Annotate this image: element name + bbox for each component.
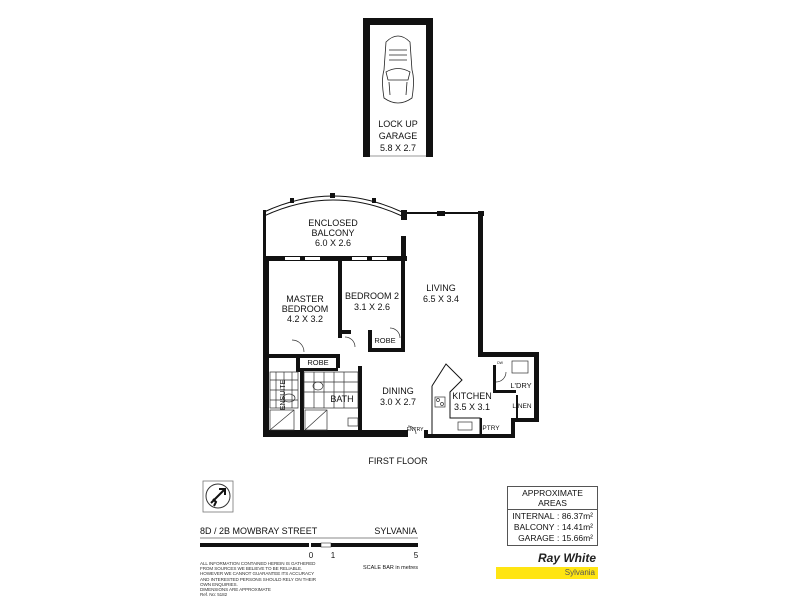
floor-label: FIRST FLOOR bbox=[368, 456, 428, 466]
brand-logo: Ray White bbox=[537, 551, 596, 565]
disclaimer-line: HOWEVER WE CANNOT GUARANTEE ITS ACCURACY bbox=[200, 571, 315, 577]
disclaimer-line: Ref. No: 5182 bbox=[200, 592, 228, 598]
car-icon bbox=[382, 35, 414, 104]
bath-label: BATH bbox=[330, 394, 353, 404]
balcony-label-1: ENCLOSED bbox=[308, 218, 358, 228]
bedroom2-size: 3.1 X 2.6 bbox=[354, 302, 390, 312]
scale-tick-1: 1 bbox=[331, 551, 336, 560]
dining-label: DINING bbox=[382, 386, 414, 396]
living-label: LIVING bbox=[426, 283, 456, 293]
area-row: INTERNAL:86.37m² bbox=[512, 511, 593, 521]
garage-size: 5.8 X 2.7 bbox=[380, 143, 416, 153]
area-value: 15.66m² bbox=[561, 533, 593, 543]
garage: LOCK UP GARAGE 5.8 X 2.7 bbox=[363, 18, 433, 157]
pantry-label: PTRY bbox=[482, 425, 500, 432]
living-size: 6.5 X 3.4 bbox=[423, 294, 459, 304]
balcony-label-2: BALCONY bbox=[311, 228, 354, 238]
linen-label: LINEN bbox=[512, 403, 531, 410]
area-row: BALCONY:14.41m² bbox=[513, 522, 593, 532]
area-value: 86.37m² bbox=[561, 511, 593, 521]
master-label-1: MASTER bbox=[286, 294, 324, 304]
areas-title: APPROXIMATE AREAS bbox=[508, 487, 597, 510]
scale-tick-5: 5 bbox=[414, 551, 419, 560]
disclaimer-line: ALL INFORMATION CONTAINED HEREIN IS GATH… bbox=[200, 561, 316, 566]
laundry-label: L'DRY bbox=[510, 381, 531, 390]
dw-label: DW bbox=[497, 361, 504, 365]
disclaimer-line: AND INTERESTED PERSONS SHOULD RELY ON TH… bbox=[200, 576, 316, 582]
disclaimer: ALL INFORMATION CONTAINED HEREIN IS GATH… bbox=[200, 561, 316, 598]
disclaimer-line: FROM SOURCES WE BELIEVE TO BE RELIABLE. bbox=[200, 566, 303, 572]
scale-bar bbox=[200, 542, 418, 548]
master-label-2: BEDROOM bbox=[282, 304, 329, 314]
balcony-size: 6.0 X 2.6 bbox=[315, 238, 351, 248]
unit-walls bbox=[263, 193, 539, 438]
address-suburb: SYLVANIA bbox=[374, 526, 417, 536]
robe-bedroom2: ROBE bbox=[374, 336, 395, 345]
north-arrow-icon bbox=[202, 480, 234, 513]
areas-table: APPROXIMATE AREAS INTERNAL:86.37m² BALCO… bbox=[507, 486, 598, 546]
disclaimer-line: DIMENSIONS ARE APPROXIMATE bbox=[200, 587, 271, 593]
bedroom2-label: BEDROOM 2 bbox=[345, 291, 399, 301]
scale-label: SCALE BAR in metres bbox=[363, 565, 418, 571]
garage-label-1: LOCK UP bbox=[378, 119, 418, 129]
kitchen-label: KITCHEN bbox=[452, 391, 492, 401]
room-labels: ENCLOSED BALCONY 6.0 X 2.6 MASTER BEDROO… bbox=[280, 218, 532, 466]
scale-tick-0: 0 bbox=[309, 551, 314, 560]
fixtures bbox=[269, 327, 529, 435]
area-label: GARAGE bbox=[518, 533, 555, 543]
area-label: INTERNAL bbox=[512, 511, 555, 521]
dining-size: 3.0 X 2.7 bbox=[380, 397, 416, 407]
brand-band: Sylvania bbox=[496, 567, 598, 579]
area-label: BALCONY bbox=[513, 522, 555, 532]
brand-office: Sylvania bbox=[564, 568, 595, 577]
area-row: GARAGE:15.66m² bbox=[508, 533, 597, 544]
disclaimer-line: OWN ENQUIRIES. bbox=[200, 581, 238, 587]
address-street: 8D / 2B MOWBRAY STREET bbox=[200, 526, 318, 536]
garage-label-2: GARAGE bbox=[379, 131, 418, 141]
ensuite-label: ENSUITE bbox=[280, 380, 287, 411]
area-value: 14.41m² bbox=[561, 522, 593, 532]
robe-master: ROBE bbox=[307, 358, 328, 367]
entry-label: ENTRY bbox=[407, 427, 425, 433]
kitchen-size: 3.5 X 3.1 bbox=[454, 402, 490, 412]
master-size: 4.2 X 3.2 bbox=[287, 314, 323, 324]
